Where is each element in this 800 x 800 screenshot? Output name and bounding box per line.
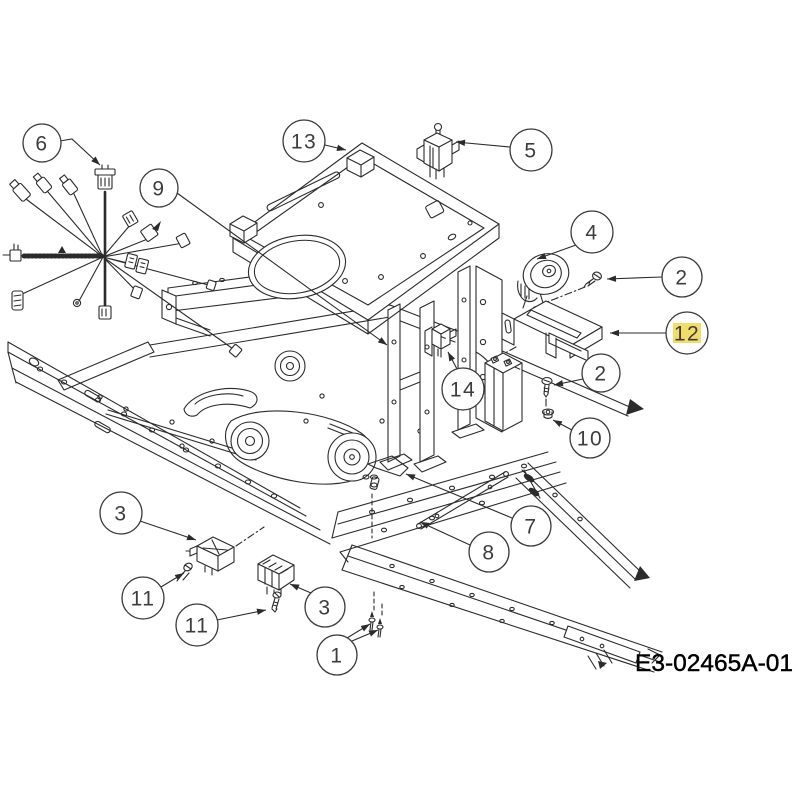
- callout-circle: [468, 531, 510, 573]
- leader-arrowhead: [186, 534, 196, 541]
- callout-4: 4: [536, 210, 614, 260]
- callout-circle: [510, 505, 552, 547]
- callout-number: 1: [330, 645, 343, 668]
- part-number-label: E3-02465A-01: [635, 650, 793, 677]
- leader-arrowhead: [448, 352, 456, 362]
- callout-circle: [661, 256, 703, 298]
- callout-number: 11: [185, 615, 210, 638]
- leader-arrowhead: [420, 522, 430, 529]
- callout-number: 6: [35, 133, 48, 156]
- highlight-marker: [673, 323, 701, 343]
- callout-number: 14: [450, 379, 476, 402]
- leader-arrowhead: [91, 156, 100, 165]
- leader-line: [139, 520, 197, 541]
- callout-12: 12: [610, 311, 709, 355]
- callout-circle: [175, 603, 219, 647]
- leader-arrowhead: [554, 380, 564, 387]
- callout-number: 5: [524, 140, 537, 163]
- callout-layer: 6 13 5 9 4 2 12 2 10 14 7 8 3 11 11 3 1: [22, 119, 709, 676]
- callout-number: 4: [585, 222, 598, 245]
- screw-2-upper: [583, 271, 602, 288]
- flange-nut-10: [541, 408, 555, 420]
- callout-number: 9: [152, 178, 165, 201]
- callout-3: 3: [99, 491, 197, 541]
- leader-arrowhead: [610, 329, 619, 337]
- bracket-7-rod: [362, 455, 409, 490]
- callout-circle: [509, 128, 553, 172]
- callout-circle: [316, 634, 358, 676]
- horn: [517, 253, 570, 309]
- leader-arrowhead: [553, 420, 563, 428]
- leader-arrowhead: [537, 252, 547, 259]
- callout-circle: [581, 353, 621, 393]
- callout-7: 7: [405, 473, 552, 547]
- leader-arrowhead: [256, 608, 266, 615]
- centerline-bolts: [373, 591, 383, 617]
- screw-2-lower: [541, 376, 553, 398]
- leader-line: [606, 276, 663, 280]
- seat-switch: [416, 122, 460, 180]
- callout-14: 14: [441, 351, 485, 411]
- leader-line: [59, 138, 101, 166]
- bolts-1: [368, 611, 384, 638]
- callout-number: 7: [524, 516, 537, 539]
- callout-10: 10: [552, 417, 611, 459]
- leader-arrowhead: [290, 584, 300, 591]
- callout-number: 8: [482, 542, 495, 565]
- screw-11-mid: [271, 591, 282, 613]
- callout-circle: [282, 119, 326, 163]
- callout-circle: [99, 491, 143, 535]
- relay-bottom: [257, 554, 295, 598]
- callout-3: 3: [289, 583, 346, 628]
- callout-number: 11: [131, 588, 156, 611]
- callout-number: 13: [291, 131, 317, 154]
- callout-8: 8: [419, 521, 510, 573]
- leader-line: [405, 473, 513, 519]
- wiring-harness: [2, 164, 243, 358]
- leader-arrowhead: [174, 573, 184, 581]
- callout-1: 1: [316, 623, 379, 676]
- leader-arrowhead: [360, 624, 370, 632]
- callout-circle: [22, 123, 62, 163]
- callout-2: 2: [606, 256, 703, 298]
- callout-9: 9: [139, 168, 388, 346]
- switch-14: [424, 323, 457, 358]
- leader-arrowhead: [336, 144, 346, 152]
- centerline-relay: [235, 526, 265, 547]
- callout-circle: [139, 168, 179, 208]
- callout-11: 11: [121, 572, 185, 620]
- callout-circle: [441, 367, 485, 411]
- leader-line: [419, 521, 471, 546]
- callout-circle: [121, 576, 165, 620]
- callout-13: 13: [282, 119, 347, 163]
- strap-8: [416, 471, 509, 530]
- leader-arrowhead: [406, 474, 416, 481]
- leader-line: [176, 192, 388, 346]
- bracket-12: [501, 300, 603, 362]
- callout-6: 6: [22, 123, 101, 166]
- seat-plate: [229, 142, 500, 335]
- leader-arrowhead: [456, 139, 466, 147]
- leader-arrowhead: [368, 630, 378, 637]
- callout-number: 3: [114, 503, 127, 526]
- callout-circle: [304, 586, 346, 628]
- callout-number: 10: [577, 428, 603, 451]
- callout-number: 2: [675, 267, 688, 290]
- callout-number: 12: [674, 323, 700, 346]
- leader-line: [455, 141, 511, 148]
- callout-5: 5: [455, 128, 553, 172]
- callout-number: 3: [318, 597, 331, 620]
- callout-2: 2: [553, 353, 621, 393]
- belt-keeper-clips: [523, 469, 541, 499]
- callout-number: 2: [594, 363, 607, 386]
- leader-arrowhead: [607, 275, 617, 282]
- battery-box: [484, 352, 523, 432]
- leader-arrowhead: [377, 337, 387, 345]
- callout-circle: [570, 210, 614, 254]
- callout-11: 11: [175, 603, 267, 647]
- callout-circle: [569, 417, 611, 459]
- relay-left: [185, 536, 235, 576]
